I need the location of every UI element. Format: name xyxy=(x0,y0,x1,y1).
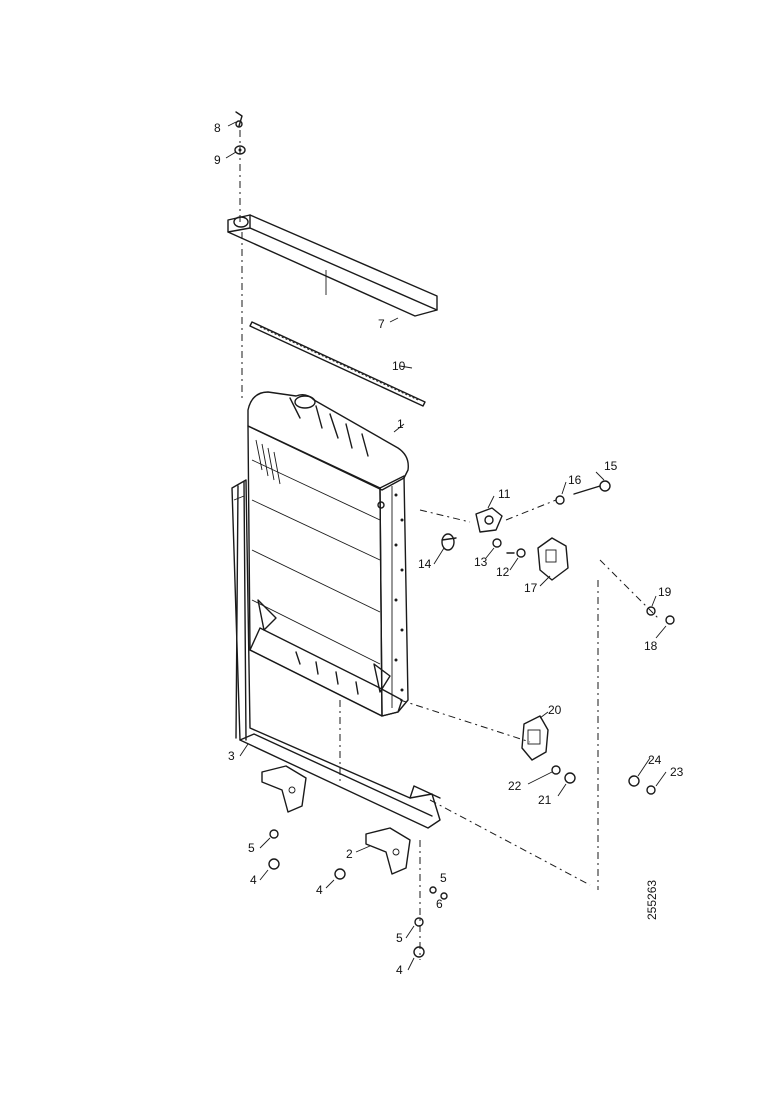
label-part-20: 20 xyxy=(548,703,562,717)
label-part-15: 15 xyxy=(604,459,618,473)
label-part-8: 8 xyxy=(214,121,221,135)
part-24-nut xyxy=(628,775,640,787)
part-19-washer xyxy=(646,606,656,616)
part-8-bolt xyxy=(235,111,243,128)
label-part-17: 17 xyxy=(524,581,538,595)
label-part-5-bottom: 5 xyxy=(396,931,403,945)
part-17-bracket xyxy=(537,537,569,581)
part-14-bushing xyxy=(441,533,457,551)
label-part-11: 11 xyxy=(498,487,511,501)
part-22-washer xyxy=(551,765,561,775)
part-2-mount-left xyxy=(261,765,307,813)
label-part-10: 10 xyxy=(392,359,406,373)
part-4-nut-left xyxy=(268,858,280,870)
label-part-13: 13 xyxy=(474,555,488,569)
part-21-bolt xyxy=(564,772,576,784)
label-part-4-bottom: 4 xyxy=(396,963,403,977)
part-12-bolt xyxy=(506,548,526,558)
part-16-washer xyxy=(555,495,565,505)
label-part-6: 6 xyxy=(436,897,443,911)
label-part-14: 14 xyxy=(418,557,432,571)
part-15-bolt xyxy=(573,480,611,495)
label-part-23: 23 xyxy=(670,765,684,779)
label-part-5-left: 5 xyxy=(248,841,255,855)
part-5-washer-left xyxy=(269,829,279,839)
part-10-seal-strip xyxy=(249,321,426,407)
part-2-mount-right xyxy=(365,827,411,875)
label-part-22: 22 xyxy=(508,779,522,793)
label-part-12: 12 xyxy=(496,565,510,579)
part-5-washer-bottom xyxy=(414,917,424,927)
label-part-4-mid: 4 xyxy=(316,883,323,897)
label-part-1: 1 xyxy=(397,417,404,431)
label-part-5-right: 5 xyxy=(440,871,447,885)
label-part-16: 16 xyxy=(568,473,582,487)
part-13-nut xyxy=(492,538,502,548)
part-20-bracket xyxy=(521,715,549,761)
part-23-washer xyxy=(646,785,656,795)
label-part-4-left: 4 xyxy=(250,873,257,887)
part-11-bracket xyxy=(475,507,503,533)
label-part-2: 2 xyxy=(346,847,353,861)
part-4-nut-bottom xyxy=(413,946,425,958)
part-5-washer-right xyxy=(429,886,437,894)
label-part-21: 21 xyxy=(538,793,552,807)
part-3-frame xyxy=(231,479,441,829)
label-part-19: 19 xyxy=(658,585,672,599)
label-part-7: 7 xyxy=(378,317,385,331)
drawing-reference-number: 255263 xyxy=(645,880,659,920)
label-part-9: 9 xyxy=(214,153,221,167)
label-part-18: 18 xyxy=(644,639,658,653)
label-part-3: 3 xyxy=(228,749,235,763)
label-part-24: 24 xyxy=(648,753,662,767)
part-6-washer-right xyxy=(440,892,448,900)
part-7-top-crossmember xyxy=(227,214,438,317)
part-18-nut xyxy=(665,615,675,625)
part-1-radiator xyxy=(247,391,409,717)
part-4-nut-mid xyxy=(334,868,346,880)
